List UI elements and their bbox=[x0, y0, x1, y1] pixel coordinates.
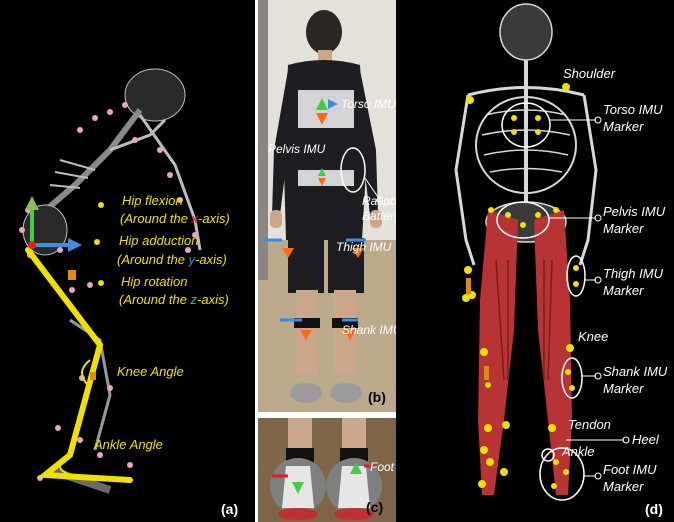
panel-b-photo: Torso IMU Pelvis IMU Raspberry Pi Batter… bbox=[258, 0, 396, 412]
hip-rotation-label: Hip rotation bbox=[121, 274, 187, 289]
shank-imu-marker-label-1: Shank IMU bbox=[603, 364, 668, 379]
foot-imu-label: Foot IMU bbox=[370, 460, 396, 474]
hip-flexion-dot bbox=[98, 202, 104, 208]
panel-d: Shoulder Torso IMU Marker Pelvis IMU Mar… bbox=[396, 0, 674, 522]
hip-rotation-dot bbox=[98, 280, 104, 286]
torso-imu-label: Torso IMU bbox=[341, 97, 396, 111]
pelvis-imu-label: Pelvis IMU bbox=[268, 142, 326, 156]
raspberry-pi-label: Raspberry Pi bbox=[362, 194, 396, 208]
panel-d-tag: (d) bbox=[645, 501, 663, 517]
panel-c: Foot IMU (c) bbox=[258, 418, 396, 522]
panel-c-photo: Foot IMU (c) bbox=[258, 418, 396, 522]
arm-imu-d bbox=[466, 278, 471, 294]
hip-adduction-dot bbox=[94, 239, 100, 245]
shank-imu-marker-label-2: Marker bbox=[603, 381, 644, 396]
ankle-label: Ankle bbox=[561, 444, 595, 459]
panel-d-muscles bbox=[478, 210, 572, 495]
panel-c-tag: (c) bbox=[366, 499, 383, 515]
torso-imu-marker-label-2: Marker bbox=[603, 119, 644, 134]
panel-b-tag: (b) bbox=[368, 389, 386, 405]
thigh-imu-marker-label-1: Thigh IMU bbox=[603, 266, 664, 281]
imu-marker-shank-a bbox=[90, 372, 96, 380]
panel-b: Torso IMU Pelvis IMU Raspberry Pi Batter… bbox=[258, 0, 396, 412]
shoulder-label: Shoulder bbox=[563, 66, 616, 81]
thigh-imu-marker-label-2: Marker bbox=[603, 283, 644, 298]
pelvis-imu-marker-label-1: Pelvis IMU bbox=[603, 204, 666, 219]
ankle-angle-label: Ankle Angle bbox=[93, 437, 163, 452]
panel-a-figure: Hip flexion (Around the x-axis) Hip addu… bbox=[0, 0, 255, 522]
panel-d-figure: Shoulder Torso IMU Marker Pelvis IMU Mar… bbox=[396, 0, 674, 522]
imu-marker-thigh-a bbox=[68, 270, 76, 280]
hip-adduction-label: Hip adduction bbox=[119, 233, 199, 248]
hip-flexion-axis-label: (Around the x-axis) bbox=[120, 211, 230, 226]
panel-a: Hip flexion (Around the x-axis) Hip addu… bbox=[0, 0, 255, 522]
foot-imu-marker-label-1: Foot IMU bbox=[603, 462, 657, 477]
foot-imu-marker-label-2: Marker bbox=[603, 479, 644, 494]
knee-angle-label: Knee Angle bbox=[117, 364, 184, 379]
pelvis-imu-marker-label-2: Marker bbox=[603, 221, 644, 236]
thigh-marker-highlight bbox=[567, 256, 585, 296]
hip-flexion-label: Hip flexion bbox=[122, 193, 183, 208]
knee-label: Knee bbox=[578, 329, 608, 344]
shank-imu-d bbox=[484, 366, 489, 380]
panel-a-tag: (a) bbox=[221, 501, 238, 517]
hip-adduction-axis-label: (Around the y-axis) bbox=[117, 252, 227, 267]
hip-rotation-axis-label: (Around the z-axis) bbox=[119, 292, 229, 307]
panel-d-skeleton bbox=[456, 4, 596, 265]
torso-imu-marker-label-1: Torso IMU bbox=[603, 102, 663, 117]
battery-label: Battery bbox=[362, 209, 396, 223]
heel-label: Heel bbox=[632, 432, 660, 447]
tendon-label: Tendon bbox=[568, 417, 611, 432]
shank-imu-label: Shank IMU bbox=[342, 323, 396, 337]
thigh-imu-label: Thigh IMU bbox=[336, 240, 392, 254]
